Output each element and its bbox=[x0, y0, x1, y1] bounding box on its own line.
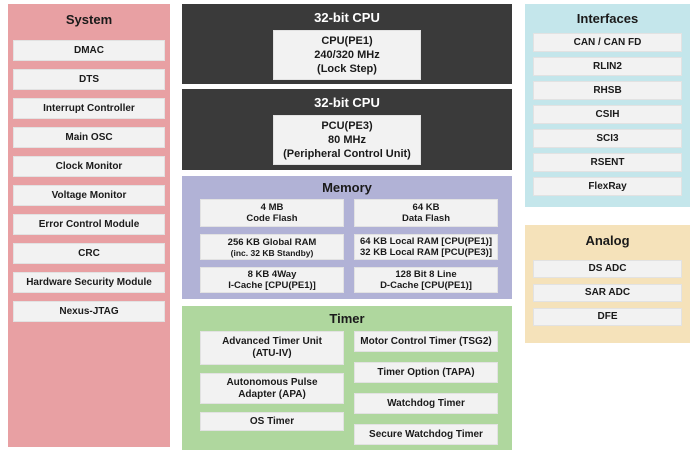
interface-item-sci3: SCI3 bbox=[533, 129, 682, 148]
cpu-pe1-mode: (Lock Step) bbox=[317, 63, 377, 75]
timer-column-right: Motor Control Timer (TSG2) Timer Option … bbox=[354, 331, 498, 455]
analog-panel: Analog DS ADC SAR ADC DFE bbox=[525, 225, 690, 343]
interface-item-csih: CSIH bbox=[533, 105, 682, 124]
memory-cell-global-ram: 256 KB Global RAM (inc. 32 KB Standby) bbox=[200, 234, 344, 260]
cpu-pe1-title: 32-bit CPU bbox=[314, 10, 380, 25]
system-item-clock-monitor: Clock Monitor bbox=[13, 156, 165, 177]
analog-item-dfe: DFE bbox=[533, 308, 682, 326]
cpu-pe1-name: CPU(PE1) bbox=[321, 35, 373, 47]
system-item-crc: CRC bbox=[13, 243, 165, 264]
cpu-pe3-mode: (Peripheral Control Unit) bbox=[283, 148, 411, 160]
analog-item-list: DS ADC SAR ADC DFE bbox=[533, 260, 682, 326]
system-item-dmac: DMAC bbox=[13, 40, 165, 61]
system-item-main-osc: Main OSC bbox=[13, 127, 165, 148]
memory-grid: 4 MB Code Flash 64 KB Data Flash 256 KB … bbox=[200, 199, 498, 293]
interface-item-flexray: FlexRay bbox=[533, 177, 682, 196]
system-item-voltage-monitor: Voltage Monitor bbox=[13, 185, 165, 206]
memory-cell-data-flash: 64 KB Data Flash bbox=[354, 199, 498, 227]
analog-item-sar-adc: SAR ADC bbox=[533, 284, 682, 302]
cpu-pe3-block: 32-bit CPU PCU(PE3) 80 MHz (Peripheral C… bbox=[182, 89, 512, 170]
interface-item-rsent: RSENT bbox=[533, 153, 682, 172]
timer-panel: Timer Advanced Timer Unit (ATU-IV) Auton… bbox=[182, 306, 512, 450]
memory-cell-code-flash: 4 MB Code Flash bbox=[200, 199, 344, 227]
cpu-pe3-frequency: 80 MHz bbox=[328, 134, 366, 146]
cpu-pe1-block: 32-bit CPU CPU(PE1) 240/320 MHz (Lock St… bbox=[182, 4, 512, 84]
timer-item-watchdog: Watchdog Timer bbox=[354, 393, 498, 414]
memory-cell-d-cache: 128 Bit 8 Line D-Cache [CPU(PE1)] bbox=[354, 267, 498, 293]
memory-cell-i-cache: 8 KB 4Way I-Cache [CPU(PE1)] bbox=[200, 267, 344, 293]
timer-item-os-timer: OS Timer bbox=[200, 412, 344, 431]
system-item-error-control-module: Error Control Module bbox=[13, 214, 165, 235]
timer-item-secure-watchdog: Secure Watchdog Timer bbox=[354, 424, 498, 445]
system-item-nexus-jtag: Nexus-JTAG bbox=[13, 301, 165, 322]
cpu-pe1-box: CPU(PE1) 240/320 MHz (Lock Step) bbox=[273, 30, 421, 80]
timer-item-timer-option: Timer Option (TAPA) bbox=[354, 362, 498, 383]
interfaces-item-list: CAN / CAN FD RLIN2 RHSB CSIH SCI3 RSENT … bbox=[533, 33, 682, 196]
interface-item-can: CAN / CAN FD bbox=[533, 33, 682, 52]
system-item-list: DMAC DTS Interrupt Controller Main OSC C… bbox=[13, 40, 165, 322]
timer-columns: Advanced Timer Unit (ATU-IV) Autonomous … bbox=[200, 331, 498, 455]
interface-item-rlin2: RLIN2 bbox=[533, 57, 682, 76]
timer-item-motor-control: Motor Control Timer (TSG2) bbox=[354, 331, 498, 352]
interfaces-panel: Interfaces CAN / CAN FD RLIN2 RHSB CSIH … bbox=[525, 4, 690, 207]
timer-item-apa: Autonomous Pulse Adapter (APA) bbox=[200, 373, 344, 404]
cpu-pe3-name: PCU(PE3) bbox=[321, 120, 373, 132]
system-panel: System DMAC DTS Interrupt Controller Mai… bbox=[8, 4, 170, 447]
interface-item-rhsb: RHSB bbox=[533, 81, 682, 100]
memory-cell-local-ram: 64 KB Local RAM [CPU(PE1)] 32 KB Local R… bbox=[354, 234, 498, 260]
analog-item-ds-adc: DS ADC bbox=[533, 260, 682, 278]
cpu-pe3-box: PCU(PE3) 80 MHz (Peripheral Control Unit… bbox=[273, 115, 421, 165]
memory-panel: Memory 4 MB Code Flash 64 KB Data Flash … bbox=[182, 176, 512, 299]
timer-title: Timer bbox=[329, 311, 365, 326]
timer-column-left: Advanced Timer Unit (ATU-IV) Autonomous … bbox=[200, 331, 344, 455]
analog-title: Analog bbox=[585, 233, 630, 248]
system-item-interrupt-controller: Interrupt Controller bbox=[13, 98, 165, 119]
system-item-hardware-security-module: Hardware Security Module bbox=[13, 272, 165, 293]
cpu-pe3-title: 32-bit CPU bbox=[314, 95, 380, 110]
memory-title: Memory bbox=[322, 180, 372, 195]
cpu-pe1-frequency: 240/320 MHz bbox=[314, 49, 380, 61]
system-title: System bbox=[65, 12, 113, 27]
system-item-dts: DTS bbox=[13, 69, 165, 90]
timer-item-atu: Advanced Timer Unit (ATU-IV) bbox=[200, 331, 344, 365]
interfaces-title: Interfaces bbox=[576, 11, 639, 26]
